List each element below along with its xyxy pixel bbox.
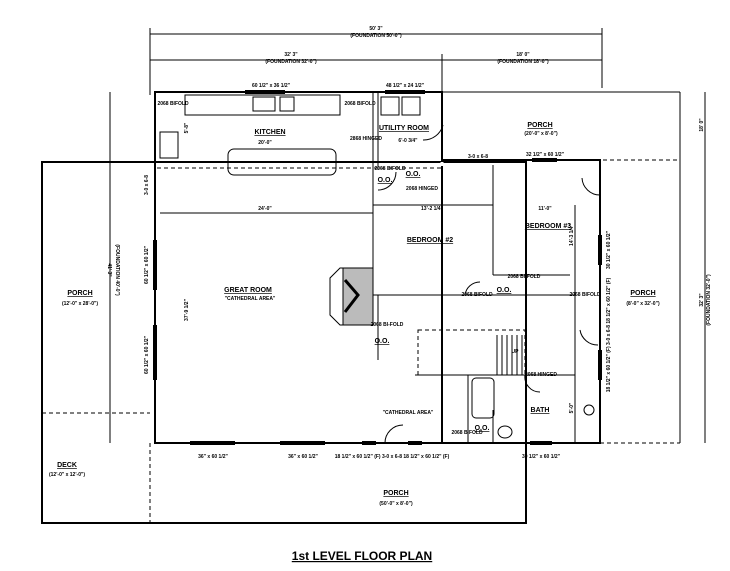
bifold-bed2-label: 2068 BIFOLD (461, 292, 493, 298)
bedroom2-label: BEDROOM #2 (407, 237, 453, 244)
sink (252, 96, 276, 112)
bath-dim: 5'-0" (569, 402, 575, 413)
great-room-depth: 37'-9 1/2" (184, 298, 190, 321)
porch-left-label: PORCH (67, 290, 92, 297)
bifold-closet-label: 2068 BIFOLD (374, 166, 406, 172)
closet-label-1: O.O. (378, 177, 393, 184)
left-door-label: 3-0 x 6-8 (144, 175, 150, 195)
washer (380, 96, 400, 116)
hinged-utility-label: 2868 HINGED (350, 136, 382, 142)
hall-note: "CATHEDRAL AREA" (383, 410, 434, 416)
bottom-window2-label: 36" x 60 1/2" (288, 454, 318, 460)
hinged-closet-label: 2068 HINGED (406, 186, 438, 192)
bottom-window1-label: 36" x 60 1/2" (198, 454, 228, 460)
porch-top-size: (20'-0" x 8'-0") (524, 131, 558, 137)
deck-label: DECK (57, 462, 77, 469)
porch-bottom-size: (50'-0" x 8'-0") (379, 501, 413, 507)
bedroom2-dim: 13'-2 1/4" (421, 206, 444, 212)
kitchen-label: KITCHEN (254, 129, 285, 136)
great-room-note: "CATHEDRAL AREA" (225, 296, 276, 302)
plan-title: 1st LEVEL FLOOR PLAN (292, 549, 432, 563)
bedroom3-label: BEDROOM #3 (525, 223, 571, 230)
bifold-linen-label: 2068 BIFOLD (451, 430, 483, 436)
bottom-window3-label: 30 1/2" x 60 1/2" (522, 454, 561, 460)
left-window2-label: 60 1/2" x 60 1/2" (144, 335, 150, 374)
porch-left-size: (12'-0" x 28'-0") (62, 301, 98, 307)
door-label: 3-0 x 6-8 (468, 154, 488, 160)
great-room-label: GREAT ROOM (224, 287, 272, 294)
utility-label: UTILITY ROOM (379, 125, 429, 132)
kitchen-height: 5'-8" (184, 122, 190, 133)
porch-right-label: PORCH (630, 290, 655, 297)
depth-right-dim: 32' 3" (699, 293, 705, 307)
deck-size: (12'-0" x 12'-0") (49, 472, 85, 478)
left-dim: 32' 3" (284, 52, 298, 58)
bath-sink (583, 404, 595, 416)
closet-label-4: O.O. (375, 338, 390, 345)
kitchen-dim: 20'-0" (258, 140, 272, 146)
left-foundation: (FOUNDATION 32'-0") (265, 59, 317, 65)
depth-left-dim: 41' 3" (106, 263, 112, 277)
overall-foundation: (FOUNDATION 50'-0") (350, 33, 402, 39)
hinged-bath-label: 2068 HINGED (525, 372, 557, 378)
utility-window-label: 48 1/2" x 24 1/2" (386, 83, 425, 89)
bathtub (471, 377, 495, 419)
depth-right-foundation: (FOUNDATION 32'-0") (706, 274, 712, 326)
bifold-kitchen-label: 2068 BIFOLD (157, 101, 189, 107)
dimension-lines (109, 28, 706, 443)
stairs-up-label: UP (512, 349, 520, 355)
porch-bottom-label: PORCH (383, 490, 408, 497)
overall-dim: 50' 3" (369, 26, 383, 32)
stairs (417, 329, 526, 376)
bifold-hall-label: 2068 BI-FOLD (371, 322, 404, 328)
right-door-windows-label: 18 1/2" x 60 1/2" (F) 3-0 x 6-8 18 1/2" … (606, 277, 612, 392)
great-room-width: 24'-0" (258, 206, 272, 212)
fireplace (329, 267, 374, 326)
windows (153, 90, 602, 445)
dryer (401, 96, 421, 116)
bifold-bed3-label: 2068 BI-FOLD (508, 274, 541, 280)
porch-window-label: 32 1/2" x 60 1/2" (526, 152, 565, 158)
door-swings (377, 124, 601, 444)
bifold-kitchen2-label: 2068 BIFOLD (344, 101, 376, 107)
utility-dim: 6'-0 3/4" (398, 138, 418, 144)
bottom-door-label: 18 1/2" x 60 1/2" (F) 3-0 x 6-8 18 1/2" … (335, 454, 450, 460)
closet-label-3: O.O. (497, 287, 512, 294)
dishwasher (279, 96, 295, 112)
right-window-label: 30 1/2" x 60 1/2" (606, 230, 612, 269)
bedroom3-depth: 14'-3 1/4" (569, 223, 575, 246)
depth-left-foundation: (FOUNDATION 40'-0") (114, 244, 120, 296)
porch-right-size: (8'-0" x 32'-0") (626, 301, 660, 307)
right-foundation: (FOUNDATION 18'-0") (497, 59, 549, 65)
porch-top-label: PORCH (527, 122, 552, 129)
bifold-bed3b-label: 2068 BIFOLD (569, 292, 601, 298)
right-dim: 18' 0" (516, 52, 530, 58)
refrigerator (159, 131, 179, 159)
kitchen-island (227, 148, 337, 176)
kitchen-window-label: 60 1/2" x 36 1/2" (252, 83, 291, 89)
closet-label-5: O.O. (475, 425, 490, 432)
bedroom3-width: 11'-0" (538, 206, 552, 212)
interior-walls (372, 92, 576, 443)
porch-top-depth: 18' 0" (699, 118, 705, 132)
left-window1-label: 60 1/2" x 60 1/2" (144, 245, 150, 284)
toilet (497, 425, 513, 439)
bath-label: BATH (531, 407, 550, 414)
closet-label-2: O.O. (406, 171, 421, 178)
kitchen-counter (184, 94, 341, 116)
